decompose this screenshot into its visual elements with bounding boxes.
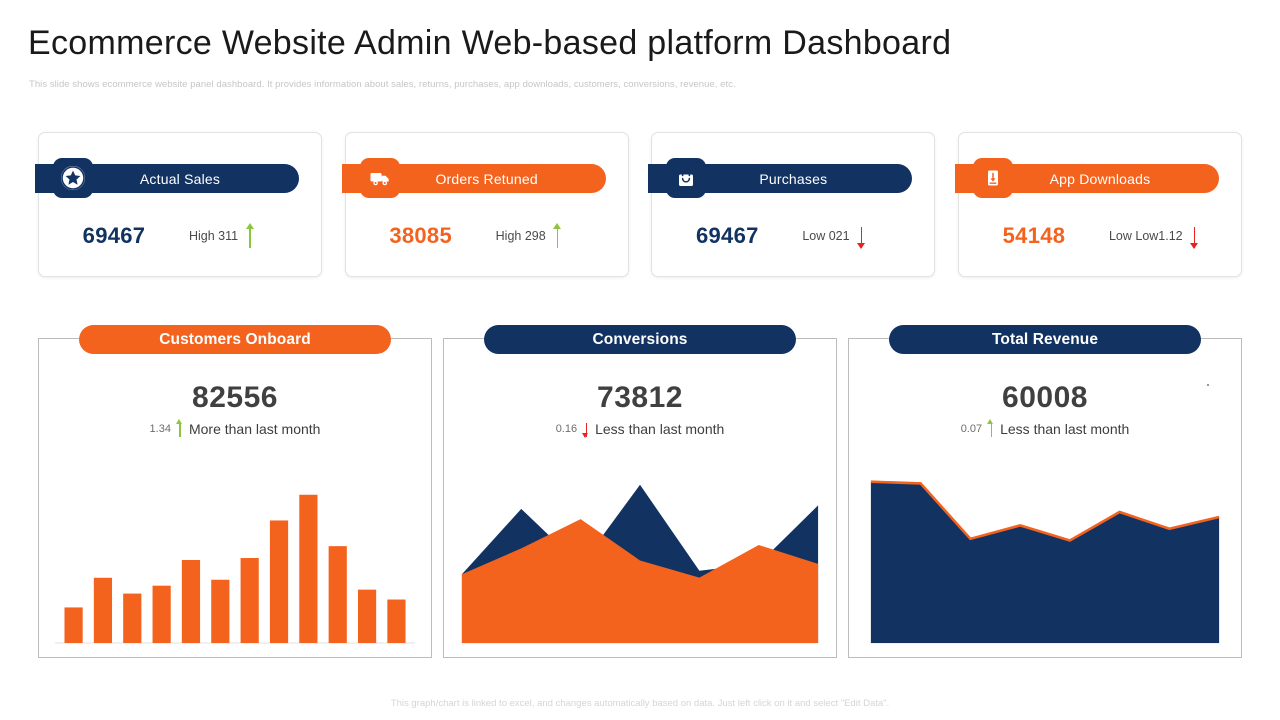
kpi-card-orders-returned[interactable]: Orders Retuned 38085 High 298 [341,132,629,277]
kpi-delta-text: Low Low1.12 [1108,229,1183,243]
panel-delta: 0.07 Less than last month [849,419,1241,438]
trend-up-arrow-icon [553,223,562,249]
panel-delta-text: More than last month [188,420,321,437]
kpi-card-purchases[interactable]: Purchases 69467 Low 021 [648,132,936,277]
kpi-label: App Downloads [1049,170,1151,187]
shopping-bag-icon [666,158,707,198]
kpi-value: 69467 [695,223,759,248]
trend-down-arrow-icon [582,419,590,438]
panel-total-revenue[interactable]: Total Revenue 60008 0.07 Less than last … [848,325,1242,658]
kpi-value: 38085 [389,223,452,248]
kpi-delta-text: High 311 [189,229,239,243]
kpi-value: 54148 [1002,223,1066,248]
kpi-body: 69467 High 311 [39,211,321,261]
panel-delta: 1.34 More than last month [39,419,431,438]
kpi-body: 54148 Low Low1.12 [959,211,1241,261]
kpi-value: 69467 [82,223,146,248]
kpi-delta-text: Low 021 [802,229,850,243]
panel-title: Total Revenue [991,330,1099,348]
trend-up-arrow-icon [175,419,184,438]
kpi-label: Actual Sales [139,170,221,187]
page-title: Ecommerce Website Admin Web-based platfo… [28,24,952,62]
panel-delta-number: 1.34 [149,422,171,435]
kpi-delta-text: High 298 [495,229,546,243]
customers-onboard-bar-chart [54,494,416,644]
trend-down-arrow-icon [857,223,866,249]
kpi-label: Purchases [759,170,828,187]
panel-title-pill: Conversions [484,325,796,354]
panel-delta: 0.16 Less than last month [444,419,836,438]
kpi-delta: High 298 [496,223,562,249]
panel-value: 60008 [1002,381,1088,414]
kpi-body: 38085 High 298 [346,211,628,261]
panel-title: Customers Onboard [159,330,311,348]
panel-title-pill: Total Revenue [889,325,1201,354]
download-icon [972,158,1013,198]
trend-down-arrow-icon [1190,223,1199,249]
kpi-card-actual-sales[interactable]: Actual Sales 69467 High 311 [35,132,322,277]
kpi-delta: Low Low1.12 [1109,223,1199,249]
panel-delta-number: 0.07 [960,422,983,435]
panel-title-pill: Customers Onboard [79,325,391,354]
kpi-label: Orders Retuned [435,170,538,187]
panel-delta-number: 0.16 [555,422,578,435]
panel-customers-onboard[interactable]: Customers Onboard 82556 1.34 More than l… [38,325,432,658]
conversions-area-chart [461,484,819,644]
truck-icon [359,158,400,198]
trend-up-arrow-icon [987,419,995,438]
kpi-delta: High 311 [189,223,254,249]
panel-delta-text: Less than last month [1000,420,1130,437]
page-subtitle: This slide shows ecommerce website panel… [29,79,736,90]
decorative-dot [1207,384,1209,386]
footer-note: This graph/chart is linked to excel, and… [390,698,890,709]
kpi-card-row: Actual Sales 69467 High 311 Orders Retun… [35,132,1242,277]
kpi-delta: Low 021 [802,223,866,249]
panel-conversions[interactable]: Conversions 73812 0.16 Less than last mo… [443,325,837,658]
chart-panel-row: Customers Onboard 82556 1.34 More than l… [38,325,1242,658]
star-icon [53,158,93,198]
kpi-body: 69467 Low 021 [652,211,934,261]
total-revenue-area-chart [870,480,1220,644]
panel-value: 73812 [597,381,683,414]
panel-value: 82556 [192,381,278,414]
panel-delta-text: Less than last month [595,420,725,437]
panel-title: Conversions [592,330,688,348]
kpi-card-app-downloads[interactable]: App Downloads 54148 Low Low1.12 [954,132,1242,277]
trend-up-arrow-icon [245,223,254,249]
